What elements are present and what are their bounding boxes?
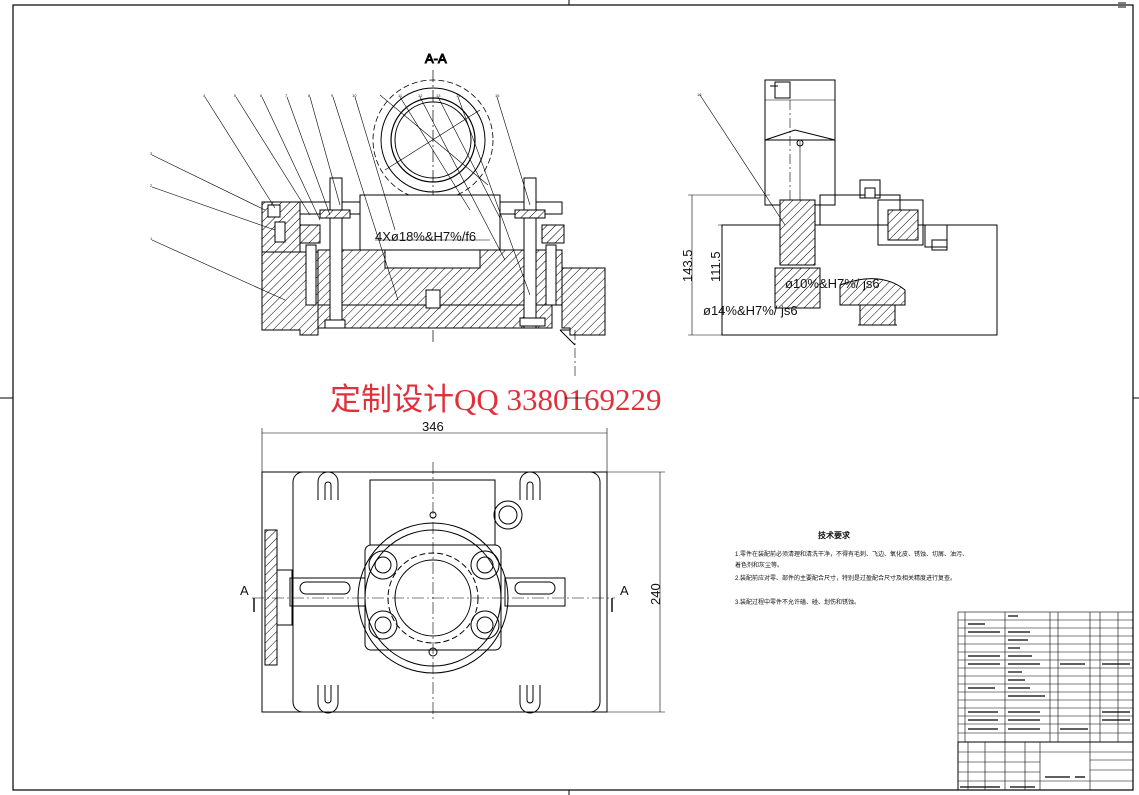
balloon-5: 5 (234, 93, 237, 98)
title-block (957, 741, 1134, 791)
balloon-15: 15 (495, 93, 500, 98)
side-view (688, 79, 998, 336)
section-marker-right: A (620, 583, 629, 598)
technical-notes: 技术要求 1.零件在装配前必须清理和清洗干净，不得有毛刺、飞边、氧化皮、锈蚀、切… (735, 530, 968, 606)
balloon-labels-section: 1 2 3 4 5 6 7 8 9 10 11 12 13 14 15 (150, 93, 500, 241)
balloon-9: 9 (331, 93, 334, 98)
dimension-346: 346 (422, 419, 444, 434)
balloon-6: 6 (260, 93, 263, 98)
balloon-2: 2 (150, 183, 153, 188)
section-marker-left: A (240, 583, 249, 598)
corner-mark (1118, 2, 1126, 8)
balloon-4: 4 (203, 93, 206, 98)
bore-4x18-dimension: 4Xø18%&H7%/f6 (375, 229, 490, 244)
balloon-13: 13 (436, 93, 441, 98)
notes-title: 技术要求 (818, 530, 851, 540)
dimension-240: 240 (648, 583, 663, 605)
dimension-143-5: 143.5 (680, 249, 695, 282)
dimension-bore-10: ø10%&H7%/ js6 (785, 276, 880, 291)
section-view-a-a: A-A (151, 51, 606, 378)
notes-line-4: 3.装配过程中零件不允许磕、碰、划伤和锈蚀。 (735, 598, 860, 606)
svg-text:4Xø18%&H7%/f6: 4Xø18%&H7%/f6 (375, 229, 476, 244)
dimension-bore-14: ø14%&H7%/ js6 (703, 303, 798, 318)
dimension-111-5: 111.5 (708, 251, 723, 282)
section-label: A-A (425, 51, 447, 66)
notes-line-2: 着色剂和灰尘等。 (735, 561, 783, 569)
balloon-3: 3 (150, 151, 153, 156)
watermark-text: 定制设计QQ 3380169229 (330, 382, 662, 417)
balloon-10: 10 (352, 93, 357, 98)
plan-view (252, 428, 665, 720)
balloon-12: 12 (418, 93, 423, 98)
balloon-14: 14 (456, 93, 461, 98)
notes-line-3: 2.装配前应对零、部件的主要配合尺寸，特别是过盈配合尺寸及相关精度进行复查。 (735, 574, 956, 582)
title-block-text-strokes (960, 776, 1085, 788)
notes-line-1: 1.零件在装配前必须清理和清洗干净，不得有毛刺、飞边、氧化皮、锈蚀、切屑、油污、 (735, 550, 968, 558)
balloon-11: 11 (398, 93, 403, 98)
parts-list-text-strokes (968, 615, 1130, 730)
balloon-1: 1 (150, 236, 153, 241)
balloon-7: 7 (285, 93, 288, 98)
balloon-8: 8 (308, 93, 311, 98)
balloon-16: 16 (697, 92, 702, 97)
